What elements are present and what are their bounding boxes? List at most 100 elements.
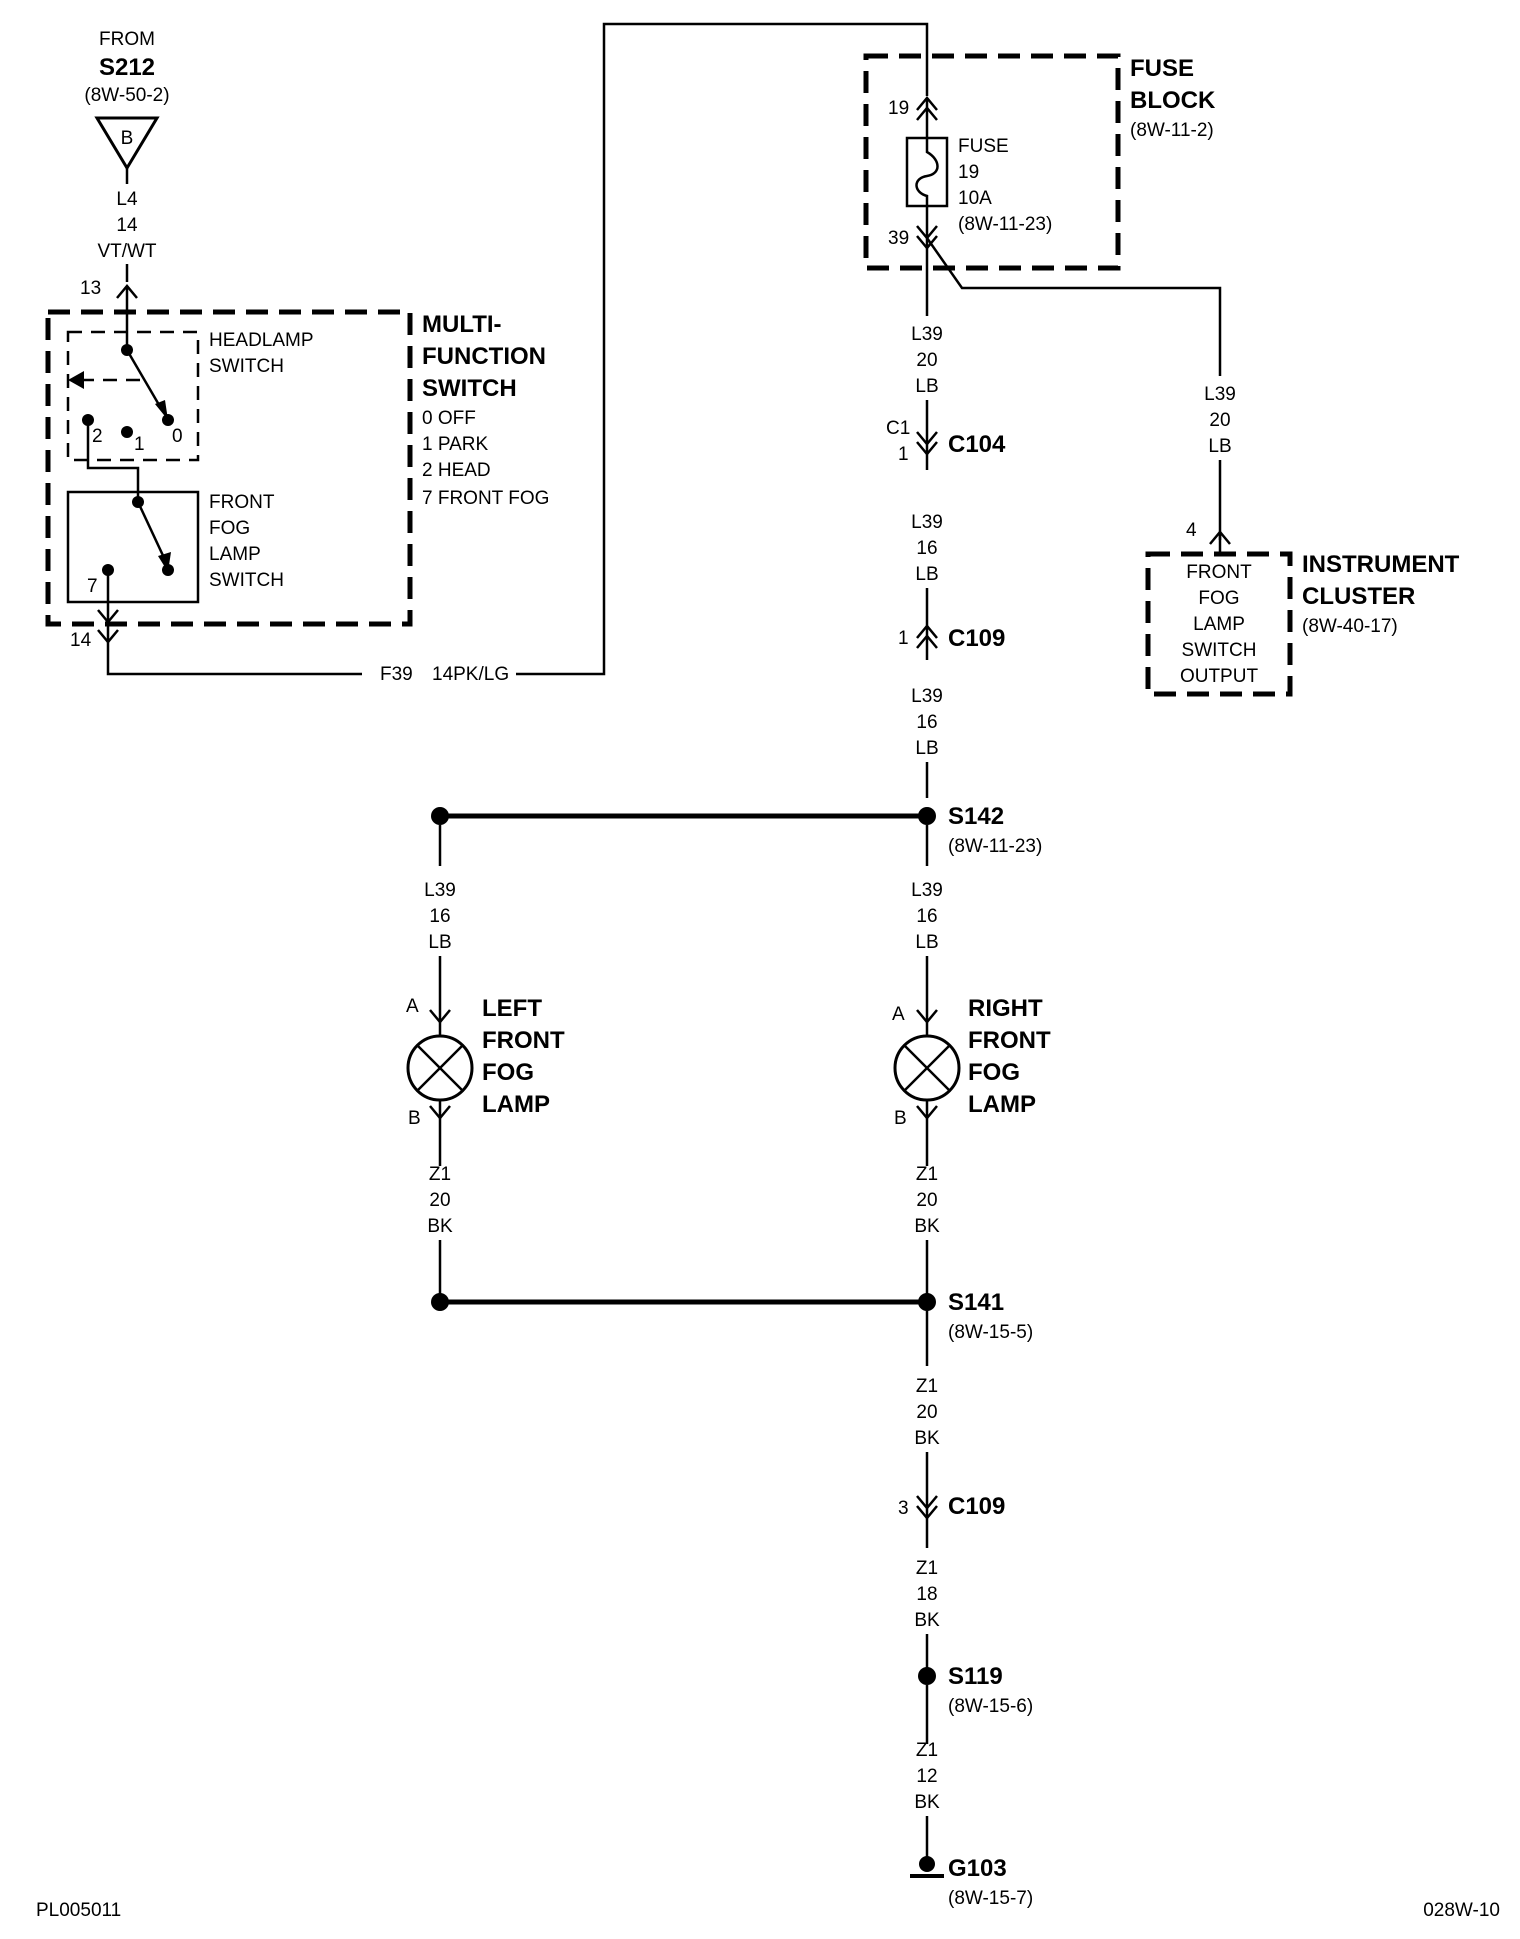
left-z1-color: BK xyxy=(427,1216,453,1237)
f39-spec-label: 14PK/LG xyxy=(432,664,509,685)
fuse-pin-39-connector-icon-2 xyxy=(916,235,938,250)
headlamp-contact-1-label: 1 xyxy=(134,434,145,455)
right-lamp-pin-a: A xyxy=(892,1004,905,1025)
c109-lower-connector-icon-2 xyxy=(916,1505,938,1520)
s141-ref: (8W-15-5) xyxy=(948,1322,1033,1343)
g103-node xyxy=(919,1856,935,1872)
fuse-19-element-icon xyxy=(915,138,939,206)
left-l39-circuit: L39 xyxy=(424,880,456,901)
footer-left-code: PL005011 xyxy=(36,1900,121,1921)
mfs-position-2: 2 HEAD xyxy=(422,460,491,481)
headlamp-actuator-arrow-icon xyxy=(68,371,84,389)
headlamp-blade xyxy=(125,349,164,411)
right-z1-color: BK xyxy=(914,1216,940,1237)
fuse-pin-39: 39 xyxy=(888,228,909,249)
trunk-l39-20-circuit: L39 xyxy=(911,324,943,345)
f39-wire: F39 14PK/LG xyxy=(106,22,929,685)
headlamp-switch-label-1: HEADLAMP xyxy=(209,330,314,351)
c104-pin-number: 1 xyxy=(898,444,909,465)
source-s212: FROM S212 (8W-50-2) B L4 14 VT/WT xyxy=(84,29,170,282)
cluster-wire-gauge: 20 xyxy=(1209,410,1230,431)
left-lamp-cross-2 xyxy=(417,1045,463,1091)
left-lamp-pin-b-connector-icon xyxy=(429,1105,451,1120)
right-z1-circuit: Z1 xyxy=(916,1164,938,1185)
g103-name: G103 xyxy=(948,1855,1007,1882)
left-l39-color: LB xyxy=(428,932,451,953)
fuse-label-3: 10A xyxy=(958,188,992,209)
s142-left-node xyxy=(431,807,449,825)
right-lamp-pin-b: B xyxy=(894,1108,907,1129)
left-lamp-label-4: LAMP xyxy=(482,1091,550,1118)
ground-z1-20-gauge: 20 xyxy=(916,1402,937,1423)
trunk-l39-16-a-gauge: 16 xyxy=(916,538,937,559)
left-lamp-label-2: FRONT xyxy=(482,1027,565,1054)
right-lamp-label-1: RIGHT xyxy=(968,995,1043,1022)
trunk-l39-16-a-color: LB xyxy=(915,564,938,585)
mfs-title-line-1: MULTI- xyxy=(422,311,502,338)
s142-name: S142 xyxy=(948,803,1004,830)
source-splice-name: S212 xyxy=(99,54,155,81)
fuse-block-title-2: BLOCK xyxy=(1130,87,1216,114)
fuse-block-ref: (8W-11-2) xyxy=(1130,120,1214,141)
c109-lower-pin: 3 xyxy=(898,1498,909,1519)
main-trunk: L39 20 LB C1 1 C104 L39 16 LB 1 C109 L39… xyxy=(886,250,1006,798)
right-lamp-label-2: FRONT xyxy=(968,1027,1051,1054)
fog-switch-contact-7-label: 7 xyxy=(87,576,98,597)
cluster-wire-color: LB xyxy=(1208,436,1231,457)
c109-upper-pin: 1 xyxy=(898,628,909,649)
left-lamp-pin-a: A xyxy=(406,996,419,1017)
mfs-pin-13: 13 xyxy=(80,278,101,299)
splice-s142: S142 (8W-11-23) xyxy=(431,803,1042,857)
source-ref: (8W-50-2) xyxy=(84,85,169,106)
cluster-title-1: INSTRUMENT xyxy=(1302,551,1460,578)
source-wire-color: VT/WT xyxy=(97,241,156,262)
source-wire-circuit: L4 xyxy=(116,189,138,210)
c109-lower-connector-icon xyxy=(916,1495,938,1510)
trunk-l39-16-b-color: LB xyxy=(915,738,938,759)
left-lamp-label-3: FOG xyxy=(482,1059,534,1086)
s119-name: S119 xyxy=(948,1663,1003,1690)
left-lamp-pin-b: B xyxy=(408,1108,421,1129)
ground-z1-18-circuit: Z1 xyxy=(916,1558,938,1579)
trunk-l39-20-color: LB xyxy=(915,376,938,397)
g103-ref: (8W-15-7) xyxy=(948,1888,1033,1909)
ground-z1-12-circuit: Z1 xyxy=(916,1740,938,1761)
c104-connector-icon xyxy=(916,431,938,446)
ground-z1-20-circuit: Z1 xyxy=(916,1376,938,1397)
c104-pin-cavity: C1 xyxy=(886,418,910,439)
mfs-title-line-3: SWITCH xyxy=(422,375,517,402)
headlamp-contact-0 xyxy=(162,414,174,426)
fog-switch-label-4: SWITCH xyxy=(209,570,284,591)
cluster-branch: L39 20 LB 4 FRONT FOG LAMP SWITCH OUTPUT… xyxy=(925,237,1460,697)
fog-switch-outline xyxy=(66,490,200,604)
fog-switch-blade xyxy=(136,501,168,563)
headlamp-switch-outline xyxy=(66,330,200,462)
right-lamp-cross-2 xyxy=(904,1045,950,1091)
fuse-block-title-1: FUSE xyxy=(1130,55,1194,82)
f39-wire-right xyxy=(516,22,929,676)
cluster-wire-circuit: L39 xyxy=(1204,384,1236,405)
fuse-label-2: 19 xyxy=(958,162,979,183)
s119-node xyxy=(918,1667,936,1685)
fog-switch-contact-on xyxy=(162,564,174,576)
c109-upper-connector-icon-2 xyxy=(916,634,938,649)
s141-node xyxy=(918,1293,936,1311)
right-l39-color: LB xyxy=(915,932,938,953)
mfs-outline xyxy=(45,309,413,627)
headlamp-contact-1 xyxy=(121,426,133,438)
s119-ref: (8W-15-6) xyxy=(948,1696,1033,1717)
cluster-box-line-4: SWITCH xyxy=(1182,640,1257,661)
right-l39-circuit: L39 xyxy=(911,880,943,901)
source-wire-gauge: 14 xyxy=(116,215,138,236)
ground-z1-12-gauge: 12 xyxy=(916,1766,937,1787)
s142-ref: (8W-11-23) xyxy=(948,836,1042,857)
trunk-l39-16-b-circuit: L39 xyxy=(911,686,943,707)
left-l39-gauge: 16 xyxy=(429,906,450,927)
headlamp-contact-0-label: 0 xyxy=(172,426,183,447)
left-lamp-pin-a-connector-icon xyxy=(429,1009,451,1024)
source-symbol: B xyxy=(121,128,134,149)
c104-name: C104 xyxy=(948,431,1006,458)
source-from-label: FROM xyxy=(99,29,155,50)
